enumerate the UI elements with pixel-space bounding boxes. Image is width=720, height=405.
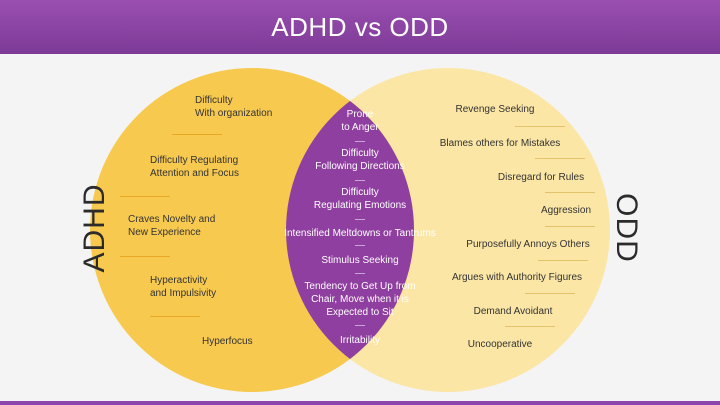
adhd-divider — [172, 134, 222, 135]
footer-bar — [0, 401, 720, 405]
odd-item: Aggression — [540, 205, 592, 216]
adhd-divider — [120, 256, 170, 257]
overlap-region — [286, 68, 414, 392]
adhd-item: Difficulty Regulating Attention and Focu… — [150, 155, 239, 179]
overlap-divider — [355, 273, 365, 274]
overlap-item: Intensified Meltdowns or Tantrums — [284, 228, 436, 239]
overlap-divider — [355, 141, 365, 142]
odd-divider — [515, 126, 565, 127]
overlap-item: Difficulty Following Directions — [315, 148, 405, 172]
adhd-item: Hyperfocus — [202, 336, 253, 347]
page-title: ADHD vs ODD — [271, 11, 449, 42]
overlap-item: Stimulus Seeking — [321, 255, 399, 266]
adhd-divider — [120, 196, 170, 197]
odd-label: ODD — [610, 193, 643, 263]
adhd-label: ADHD — [78, 183, 111, 273]
odd-divider — [545, 192, 595, 193]
adhd-divider — [150, 316, 200, 317]
odd-divider — [505, 326, 555, 327]
adhd-item: Craves Novelty and New Experience — [128, 214, 216, 238]
title-bar: ADHD vs ODD — [0, 0, 720, 54]
odd-item: Demand Avoidant — [473, 306, 553, 317]
overlap-item: Difficulty Regulating Emotions — [313, 187, 407, 211]
overlap-divider — [355, 180, 365, 181]
overlap-item: Prone to Anger — [341, 109, 379, 133]
adhd-item: Difficulty With organization — [195, 95, 273, 119]
odd-divider — [545, 226, 595, 227]
odd-item: Revenge Seeking — [455, 104, 535, 115]
odd-divider — [535, 158, 585, 159]
odd-item: Uncooperative — [467, 339, 533, 350]
overlap-item: Tendency to Get Up from Chair, Move when… — [304, 281, 416, 318]
overlap-item: Irritability — [339, 335, 381, 346]
overlap-divider — [355, 245, 365, 246]
overlap-divider — [355, 325, 365, 326]
overlap-divider — [355, 219, 365, 220]
odd-item: Blames others for Mistakes — [439, 138, 561, 149]
odd-divider — [525, 293, 575, 294]
odd-item: Purposefully Annoys Others — [466, 239, 590, 250]
odd-divider — [538, 260, 588, 261]
adhd-item: Hyperactivity and Impulsivity — [150, 275, 217, 299]
odd-item: Argues with Authority Figures — [451, 272, 583, 283]
odd-item: Disregard for Rules — [497, 172, 585, 183]
